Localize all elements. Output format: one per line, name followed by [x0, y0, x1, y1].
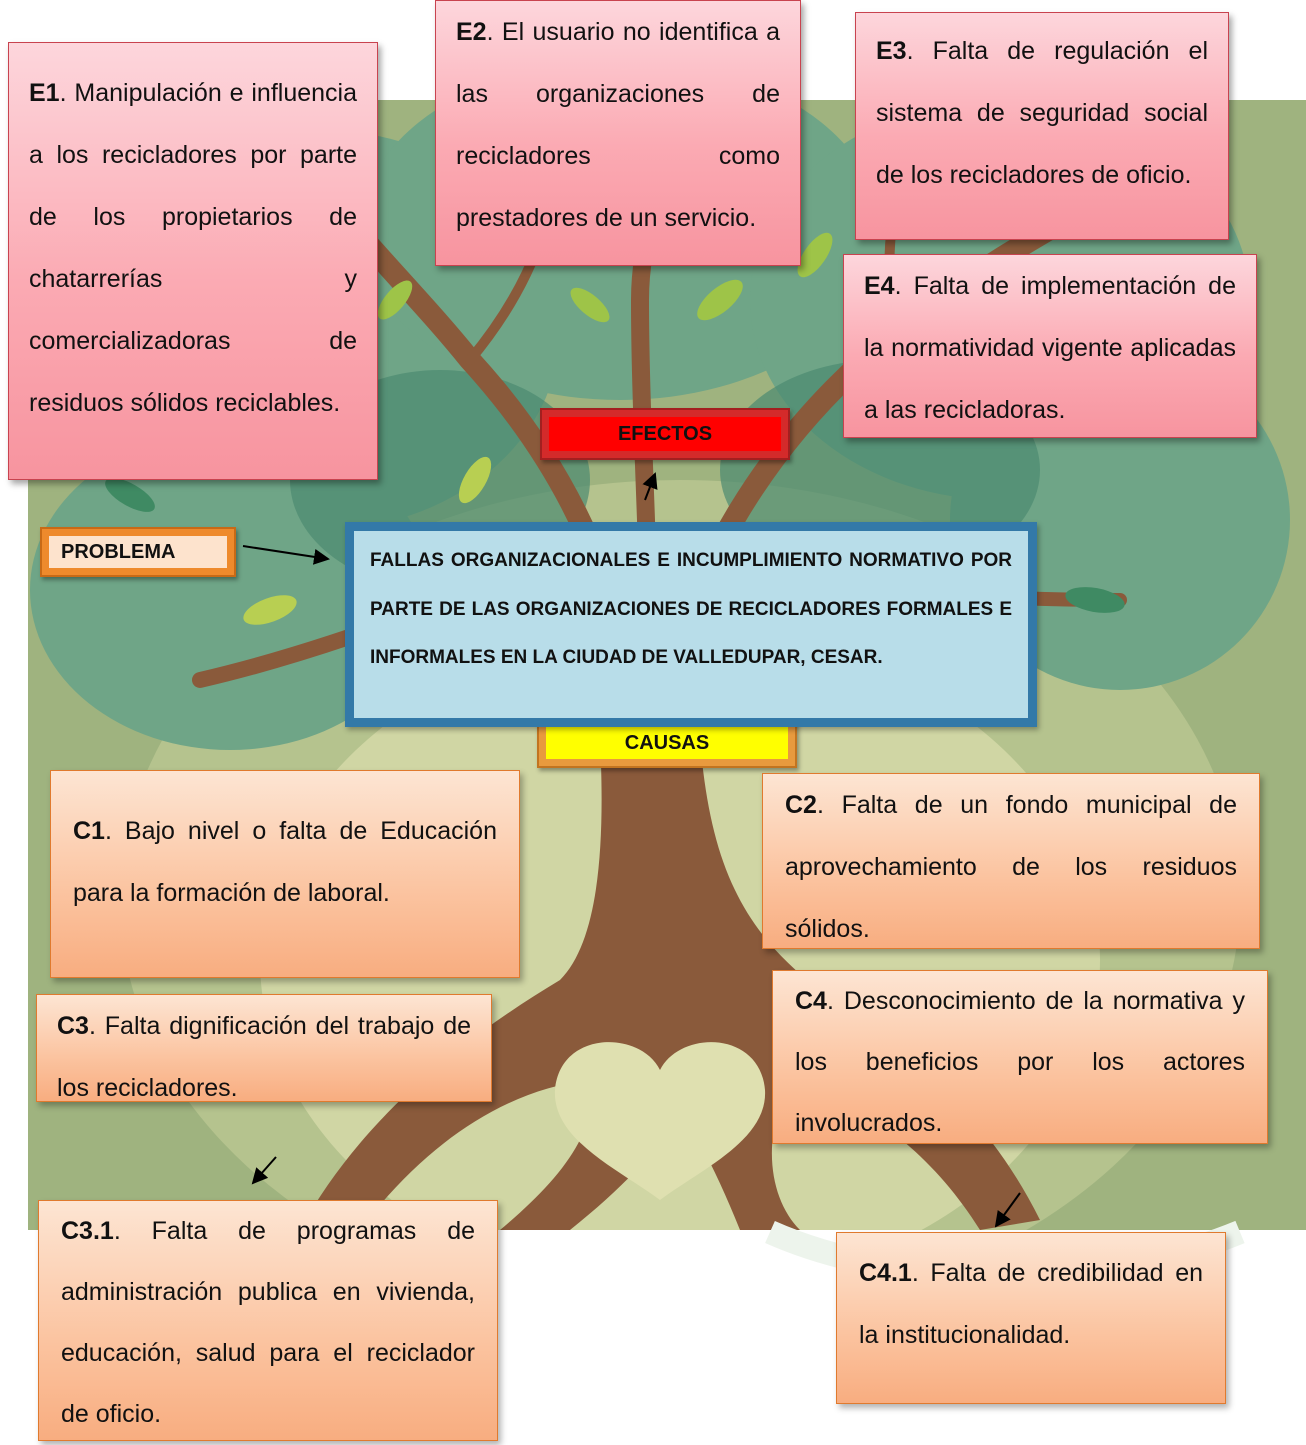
cause-code: C4.1	[859, 1259, 912, 1287]
cause-code: C1	[73, 817, 105, 845]
causas-label-text: CAUSAS	[546, 727, 788, 759]
cause-code: C4	[795, 987, 827, 1015]
effect-text: . Falta de regulación el sistema de segu…	[876, 37, 1208, 189]
effect-e1: E1. Manipulación e influencia a los reci…	[8, 42, 378, 480]
cause-c4-1: C4.1. Falta de credibilidad en la instit…	[836, 1232, 1226, 1404]
effect-text: . El usuario no identifica a las organiz…	[456, 18, 780, 232]
cause-text: . Falta de credibilidad en la institucio…	[859, 1259, 1203, 1349]
heart-shape	[554, 1042, 766, 1200]
cause-c2: C2. Falta de un fondo municipal de aprov…	[762, 773, 1260, 949]
cause-c3-1: C3.1. Falta de programas de administraci…	[38, 1200, 498, 1441]
cause-code: C2	[785, 791, 817, 819]
effect-e2: E2. El usuario no identifica a las organ…	[435, 0, 801, 266]
effect-text: . Manipulación e influencia a los recicl…	[29, 79, 357, 417]
cause-text: . Falta dignificación del trabajo de los…	[57, 1012, 471, 1102]
cause-text: . Falta de programas de administración p…	[61, 1217, 475, 1428]
cause-text: . Desconocimiento de la normativa y los …	[795, 987, 1245, 1137]
cause-text: . Bajo nivel o falta de Educación para l…	[73, 817, 497, 907]
efectos-label: EFECTOS	[540, 408, 790, 460]
effect-text: . Falta de implementación de la normativ…	[864, 272, 1236, 424]
cause-c3: C3. Falta dignificación del trabajo de l…	[36, 994, 492, 1102]
problem-statement-box: FALLAS ORGANIZACIONALES E INCUMPLIMIENTO…	[345, 522, 1037, 727]
cause-code: C3.1	[61, 1217, 114, 1245]
problema-label-text: PROBLEMA	[49, 536, 227, 568]
cause-text: . Falta de un fondo municipal de aprovec…	[785, 791, 1237, 943]
efectos-label-text: EFECTOS	[549, 417, 781, 451]
effect-code: E1	[29, 79, 60, 107]
cause-c4: C4. Desconocimiento de la normativa y lo…	[772, 970, 1268, 1144]
problema-label: PROBLEMA	[40, 527, 236, 577]
effect-e4: E4. Falta de implementación de la normat…	[843, 254, 1257, 438]
effect-code: E4	[864, 272, 895, 300]
effect-code: E2	[456, 18, 487, 46]
effect-e3: E3. Falta de regulación el sistema de se…	[855, 12, 1229, 240]
cause-c1: C1. Bajo nivel o falta de Educación para…	[50, 770, 520, 978]
effect-code: E3	[876, 37, 907, 65]
problem-statement-text: FALLAS ORGANIZACIONALES E INCUMPLIMIENTO…	[354, 531, 1028, 718]
cause-code: C3	[57, 1012, 89, 1040]
